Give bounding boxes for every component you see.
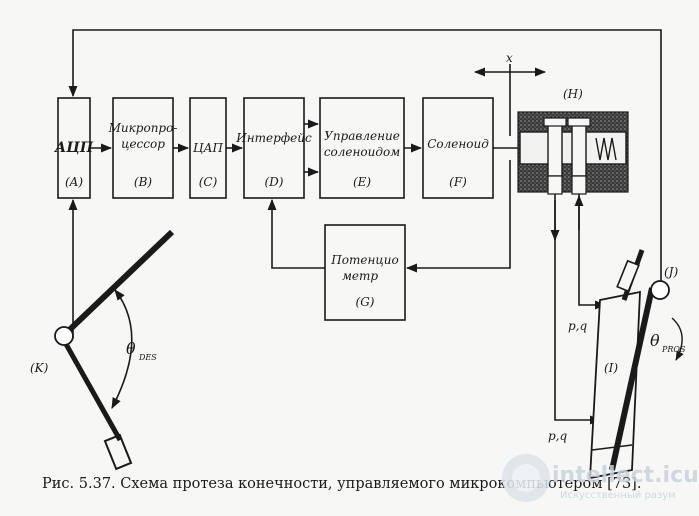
pot-tag: (G) bbox=[356, 295, 375, 309]
cylinder-label: (I) bbox=[604, 361, 618, 375]
theta-des-label: θ DES bbox=[126, 339, 157, 362]
dac-tag: (C) bbox=[199, 175, 218, 189]
watermark-logo: intellect.icu Искусственный разум bbox=[502, 454, 699, 502]
watermark-tagline: Искусственный разум bbox=[560, 490, 676, 501]
angle-arc-des bbox=[111, 289, 133, 409]
pq-top-label: p,q bbox=[568, 319, 587, 333]
figure-caption: Рис. 5.37. Схема протеза конечности, упр… bbox=[42, 476, 641, 492]
block-iface bbox=[243, 97, 305, 199]
joint-j-label: (J) bbox=[664, 265, 678, 279]
pot-label-1: Потенцио bbox=[330, 253, 398, 267]
feedback-line-top bbox=[68, 29, 662, 290]
svg-text:θ: θ bbox=[126, 339, 136, 358]
svg-text:θ: θ bbox=[650, 331, 660, 350]
cylinder-assembly bbox=[589, 249, 684, 480]
theta-pros-label: θ PROS bbox=[650, 331, 686, 354]
pot-label-2: метр bbox=[342, 269, 378, 283]
cpu-label-1: Микропро- bbox=[108, 121, 178, 135]
lever-k-handle bbox=[103, 433, 133, 471]
lever-k-upper bbox=[59, 229, 175, 340]
iface-tag: (D) bbox=[265, 175, 284, 189]
feedback-line-pot bbox=[405, 160, 511, 273]
cpu-label-2: цессор bbox=[121, 137, 165, 151]
ctrl-label-2: соленоидом bbox=[324, 145, 400, 159]
dac-label: ЦАП bbox=[193, 141, 224, 155]
joint-k-pivot bbox=[54, 326, 74, 346]
ctrl-label-1: Управление bbox=[324, 129, 400, 143]
joint-k-label: (K) bbox=[30, 361, 49, 375]
feedback-line-iface bbox=[267, 198, 325, 269]
cpu-tag: (B) bbox=[134, 175, 153, 189]
valve-assembly bbox=[517, 111, 629, 195]
svg-text:DES: DES bbox=[138, 353, 157, 362]
sol-tag: (F) bbox=[449, 175, 467, 189]
iface-label: Интерфейс bbox=[235, 131, 312, 145]
sol-label: Соленоид bbox=[427, 137, 489, 151]
watermark-brand: intellect.icu bbox=[552, 463, 699, 488]
valve-label: (H) bbox=[563, 87, 583, 101]
x-label: x bbox=[506, 51, 513, 65]
ctrl-tag: (E) bbox=[353, 175, 371, 189]
hydraulic-line-inner bbox=[578, 194, 607, 310]
block-pot bbox=[324, 224, 406, 321]
adc-label: АЦП bbox=[54, 140, 94, 156]
hydraulic-line-outer bbox=[554, 194, 602, 425]
adc-tag: (A) bbox=[65, 175, 83, 189]
svg-text:PROS: PROS bbox=[661, 345, 686, 354]
pq-bottom-label: p,q bbox=[548, 429, 567, 443]
lever-k-lower bbox=[59, 335, 123, 442]
